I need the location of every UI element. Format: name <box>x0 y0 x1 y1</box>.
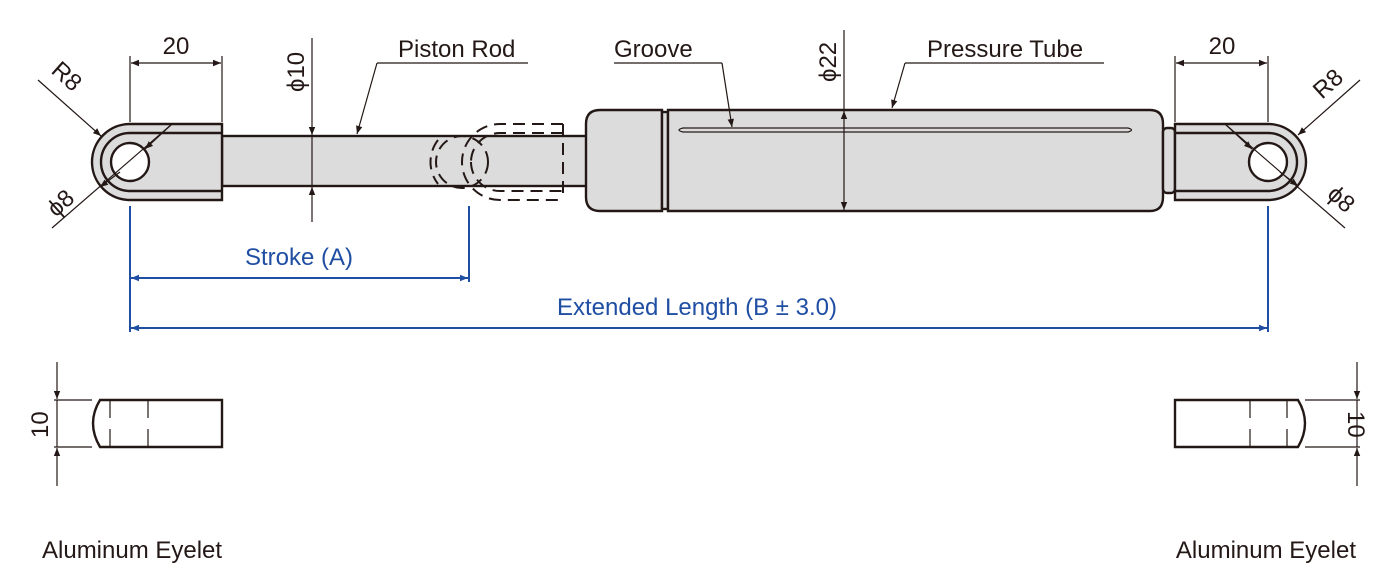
tube-end-cap <box>584 108 664 213</box>
blue-dimensions: Stroke (A) Extended Length (B ± 3.0) <box>129 206 1269 332</box>
right-radius-label: R8 <box>1308 64 1349 105</box>
groove <box>678 127 1133 133</box>
tube-diameter-label: ϕ22 <box>815 42 842 82</box>
left-eyelet <box>90 122 224 202</box>
right-eyelet-length-label: 20 <box>1209 33 1236 60</box>
stroke-label: Stroke (A) <box>245 244 353 271</box>
right-caption: Aluminum Eyelet <box>1176 537 1356 564</box>
right-eyelet-side-view: 10 <box>1173 362 1369 486</box>
rod-diameter-label: ϕ10 <box>283 52 310 92</box>
left-eyelet-side-view: 10 <box>27 362 224 486</box>
left-eyelet-length-label: 20 <box>163 33 190 60</box>
pressure-tube-callout: Pressure Tube <box>927 36 1083 63</box>
groove-callout: Groove <box>614 36 693 63</box>
left-eyelet-thickness-label: 10 <box>27 411 54 438</box>
left-caption: Aluminum Eyelet <box>42 537 222 564</box>
right-neck <box>1161 126 1177 195</box>
piston-rod <box>220 134 590 188</box>
right-eyelet <box>1173 122 1308 202</box>
retracted-eyelet-ghost <box>429 123 564 201</box>
right-eyelet-thickness-label: 10 <box>1342 411 1369 438</box>
gas-spring-assembly <box>90 108 1308 213</box>
left-hole-label: ϕ8 <box>42 184 80 222</box>
left-radius-label: R8 <box>46 56 87 97</box>
pressure-tube <box>666 108 1165 213</box>
callouts: Piston Rod Groove Pressure Tube <box>356 36 1104 135</box>
extended-length-label: Extended Length (B ± 3.0) <box>557 294 837 321</box>
piston-rod-callout: Piston Rod <box>398 36 515 63</box>
